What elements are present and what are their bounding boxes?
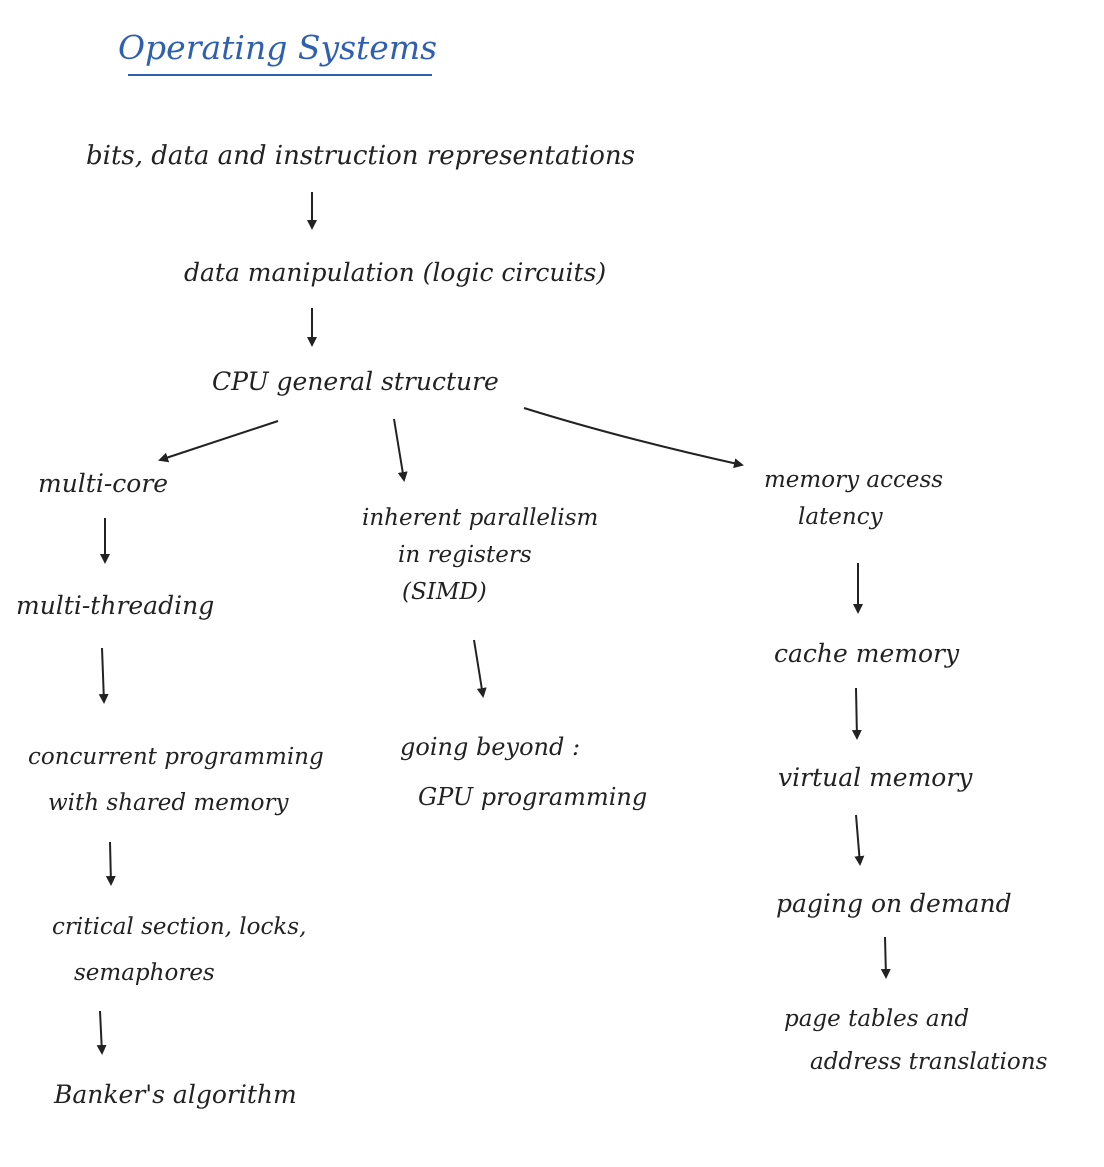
node-line: inherent parallelism [362,505,599,531]
node-line: (SIMD) [402,578,487,605]
node-line: bits, data and instruction representatio… [86,141,636,171]
arrow-cpu-to-parallelism [393,418,408,482]
arrow-virtual-to-paging [854,814,865,866]
node-cache-memory: cache memory [774,636,959,672]
node-data-manipulation: data manipulation (logic circuits) [184,255,606,291]
node-multi-core: multi-core [38,466,168,502]
arrow-cpu-to-multi-core [158,420,279,463]
node-line: semaphores [74,960,215,986]
diagram-title: Operating Systems [118,28,438,67]
arrow-parallelism-to-beyond [473,639,487,698]
node-line: cache memory [774,639,960,668]
node-line: data manipulation (logic circuits) [184,258,607,287]
arrow-concurrent-to-critical [105,841,116,886]
node-line: latency [798,503,883,530]
node-line: memory access [764,467,944,493]
arrow-critical-to-banker [96,1010,107,1055]
arrow-paging-to-page-tables [880,936,891,979]
node-line: page tables and [784,1006,970,1032]
node-line: multi-core [38,469,169,498]
node-page-tables: page tables and address translations [784,998,1047,1083]
node-line: GPU programming [418,783,648,812]
node-line: in registers [398,541,532,568]
node-inherent-parallelism: inherent parallelism in registers (SIMD) [362,500,598,610]
node-paging-on-demand: paging on demand [776,886,1012,922]
node-line: critical section, locks, [52,914,307,940]
node-line: Banker's algorithm [54,1080,297,1109]
node-critical-section: critical section, locks, semaphores [52,904,306,996]
node-line: paging on demand [776,889,1012,918]
node-line: multi-threading [16,591,215,620]
node-line: concurrent programming [28,744,324,770]
node-line: with shared memory [48,790,289,816]
node-going-beyond: going beyond : GPU programming [400,722,647,823]
node-line: address translations [810,1048,1048,1075]
node-memory-access-latency: memory access latency [764,462,943,536]
node-line: CPU general structure [212,367,499,396]
node-bits-data-instruction: bits, data and instruction representatio… [86,138,635,176]
node-bankers-algorithm: Banker's algorithm [54,1077,297,1113]
arrow-cpu-to-memory-access [523,407,744,469]
title-underline [128,74,432,76]
arrow-multi-threading-to-concurrent [98,647,109,704]
node-concurrent-programming: concurrent programming with shared memor… [28,734,324,826]
node-virtual-memory: virtual memory [778,760,972,796]
node-cpu-general-structure: CPU general structure [212,364,499,400]
node-line: going beyond : [400,733,581,761]
node-line: virtual memory [778,763,973,792]
arrow-cache-to-virtual [851,687,862,740]
node-multi-threading: multi-threading [16,588,214,624]
